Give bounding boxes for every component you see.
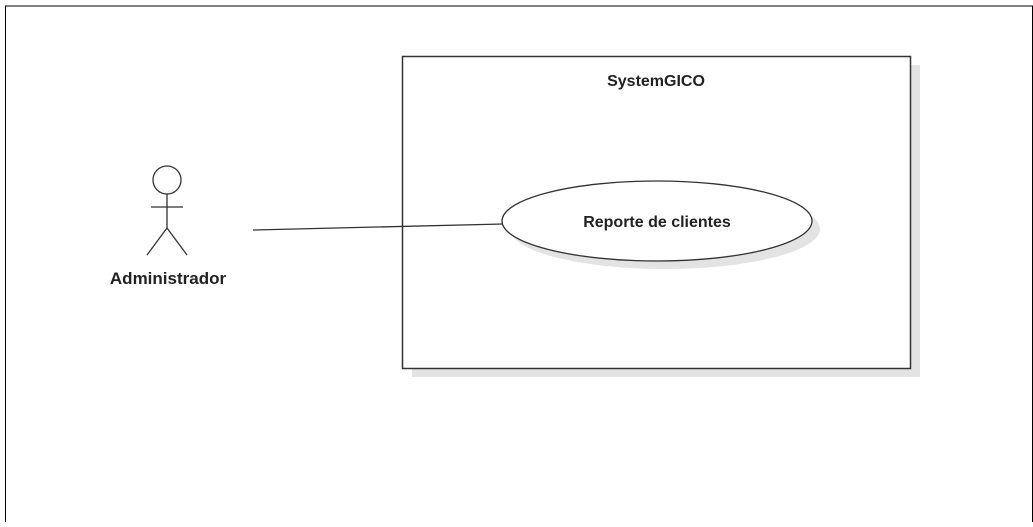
system-title: SystemGICO: [607, 73, 705, 90]
use-case-label: Reporte de clientes: [583, 214, 731, 231]
actor-label: Administrador: [110, 269, 227, 288]
actor-head: [152, 165, 182, 195]
association-line[interactable]: [252, 223, 504, 231]
use-case-reporte-de-clientes[interactable]: [501, 180, 813, 262]
actor-left-leg: [146, 227, 168, 256]
actor-right-leg: [166, 227, 188, 256]
actor-administrador[interactable]: [146, 165, 188, 256]
